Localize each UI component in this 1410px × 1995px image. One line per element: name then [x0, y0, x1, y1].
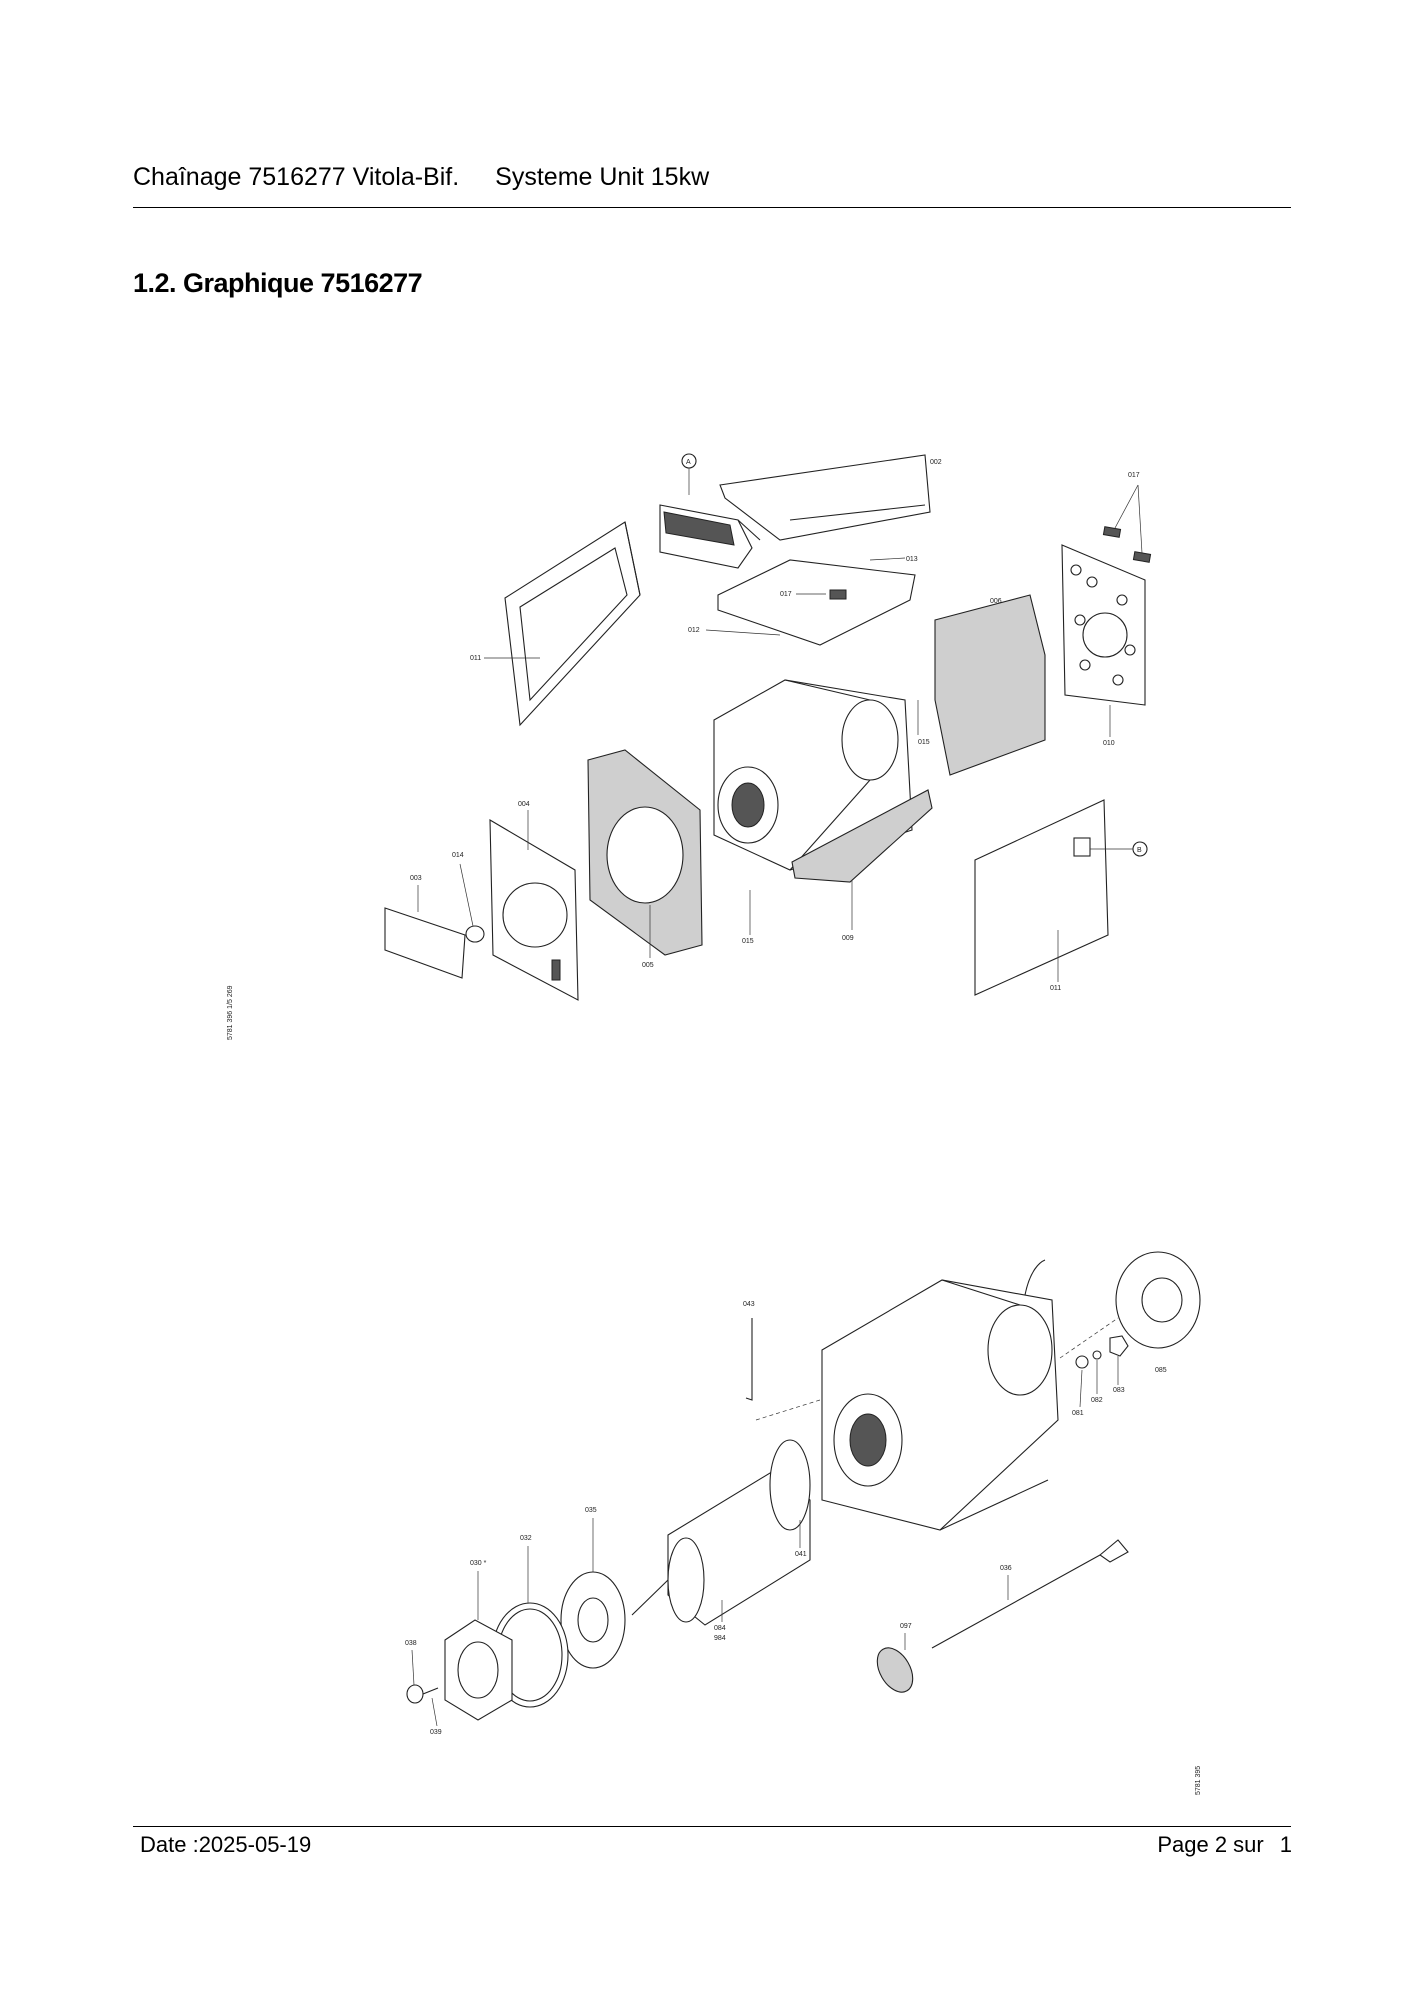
callout-035: 035: [585, 1507, 597, 1514]
callout-081: 081: [1072, 1410, 1084, 1417]
document-header: Chaînage 7516277 Vitola-Bif. Systeme Unit…: [133, 163, 709, 192]
nozzle-rod-part: [631, 1579, 669, 1616]
hook-part: [745, 1318, 753, 1401]
callout-030: 030 *: [470, 1560, 487, 1567]
cleaning-brush-part: [876, 1539, 1129, 1693]
panel-window: [1073, 837, 1091, 857]
callout-036: 036: [1000, 1565, 1012, 1572]
page-label: Page 2 sur: [1157, 1832, 1264, 1857]
callout-038: 038: [405, 1640, 417, 1647]
back-plate-part: [1061, 544, 1146, 706]
callout-b: B: [1137, 847, 1142, 854]
callout-006: 006: [990, 598, 1002, 605]
callout-002: 002: [930, 459, 942, 466]
callout-011-left: 011: [470, 655, 481, 662]
footer-date: Date :2025-05-19: [140, 1832, 312, 1857]
callout-012: 012: [688, 627, 700, 634]
callout-005: 005: [642, 962, 654, 969]
footer-divider: [133, 1826, 1291, 1827]
top-cover-part: [719, 454, 931, 541]
callout-009: 009: [842, 935, 854, 942]
front-plate-part: [489, 819, 579, 1001]
nut-083-part: [1109, 1335, 1129, 1357]
page-total: 1: [1279, 1832, 1292, 1857]
burner-door-part: [444, 1619, 513, 1721]
callout-084: 084: [714, 1625, 726, 1632]
tray-part: [717, 559, 916, 646]
section-title: 1.2. Graphique 7516277: [133, 268, 423, 298]
callout-003: 003: [410, 875, 422, 882]
callout-984: 984: [714, 1635, 726, 1642]
cover-strip-part: [384, 907, 466, 979]
side-panel-right-part: [974, 799, 1109, 996]
header-divider: [133, 207, 1291, 208]
insulation-rear-part: [934, 594, 1046, 776]
callout-015-bottom: 015: [742, 938, 754, 945]
base-insulation-part: [791, 789, 933, 883]
exploded-view-burner: 043 085 081 082 083 041 084 984 0: [405, 1251, 1202, 1795]
washer-082-part: [1092, 1350, 1102, 1360]
flange-035-part: [560, 1571, 626, 1669]
callout-014: 014: [452, 852, 464, 859]
callout-017-top: 017: [1128, 472, 1140, 479]
callout-032: 032: [520, 1535, 532, 1542]
callout-a: A: [686, 459, 691, 466]
cover-085-part: [1115, 1251, 1201, 1349]
clip-part-1: [1102, 526, 1122, 538]
callout-085: 085: [1155, 1367, 1167, 1374]
exploded-view-casing: A 002 017 013 017 012 011 006 010: [227, 453, 1152, 1040]
callout-082: 082: [1091, 1397, 1103, 1404]
tray-clip: [829, 589, 847, 600]
sight-glass-part: [465, 925, 485, 943]
callout-017-mid: 017: [780, 591, 792, 598]
side-panel-left-part: [504, 521, 641, 727]
boiler-body-part: [713, 679, 913, 871]
callout-013: 013: [906, 556, 918, 563]
callout-041: 041: [795, 1551, 807, 1558]
nut-081-part: [1075, 1355, 1089, 1369]
burner-tube-part: [667, 1439, 811, 1626]
header-subtitle: Systeme Unit 15kw: [495, 163, 710, 191]
footer-page-number: Page 2 sur 1: [1157, 1832, 1292, 1858]
callout-004: 004: [518, 801, 530, 808]
drawing-ref-number-bottom: 5781 395: [1195, 1766, 1202, 1795]
callout-010: 010: [1103, 740, 1115, 747]
callout-097: 097: [900, 1623, 912, 1630]
drawing-ref-number-top: 5781 396 1/5 269: [227, 985, 234, 1040]
header-title: Chaînage 7516277 Vitola-Bif.: [133, 163, 460, 191]
clip-part-2: [1132, 551, 1152, 563]
callout-083: 083: [1113, 1387, 1125, 1394]
callout-039: 039: [430, 1729, 442, 1736]
callout-011-right: 011: [1050, 985, 1061, 992]
control-panel-part: [659, 504, 761, 569]
callout-015-top: 015: [918, 739, 930, 746]
callout-043: 043: [743, 1301, 755, 1308]
boiler-body-bottom-part: [821, 1259, 1059, 1531]
knob-038-part: [406, 1684, 424, 1704]
